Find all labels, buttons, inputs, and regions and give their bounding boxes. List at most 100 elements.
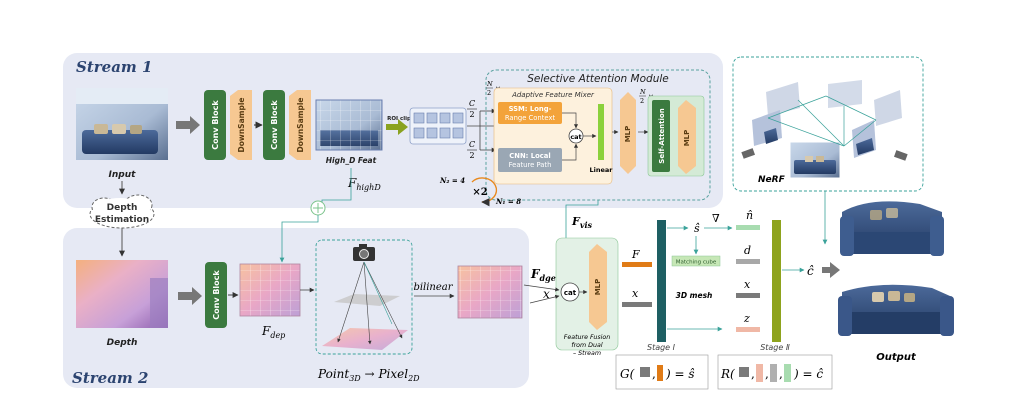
stage1-x-label: x — [632, 287, 639, 300]
pixel-feature-map — [457, 265, 523, 319]
output-sofa-top — [840, 201, 944, 256]
svg-text:Self-Attention: Self-Attention — [658, 108, 666, 163]
c-hat-label: ĉ — [807, 264, 814, 278]
svg-text:FhighD: FhighD — [347, 176, 381, 192]
depth-estimation-line1: Depth — [107, 203, 138, 213]
loop-x2: ×2 — [471, 177, 498, 207]
conv-block-3: Conv Block — [205, 262, 227, 328]
output-sofa-bottom — [838, 284, 954, 336]
stage1-network-bar — [657, 220, 666, 342]
cnn-line2: Feature Path — [509, 161, 552, 169]
high-d-feature-map — [315, 99, 383, 151]
output-label: Output — [876, 352, 917, 363]
nerf-views — [741, 80, 908, 179]
arrow-chat-to-output — [822, 262, 840, 278]
svg-text:2: 2 — [640, 97, 644, 105]
fusion-cat-label: cat — [564, 289, 577, 297]
projection-box — [315, 239, 413, 355]
feature-bar-grey — [622, 302, 652, 307]
d-label: d — [744, 244, 751, 257]
svg-text:Point3D → Pixel2D: Point3D → Pixel2D — [317, 367, 420, 383]
svg-text:,: , — [751, 367, 755, 381]
fusion-x-label: x — [543, 287, 550, 301]
svg-text:2: 2 — [469, 110, 474, 119]
svg-text:2: 2 — [487, 89, 491, 97]
sam-title: Selective Attention Module — [527, 73, 668, 85]
depth-image — [76, 260, 168, 328]
arrow-cnn-to-cat — [562, 143, 579, 161]
svg-text:,: , — [765, 367, 769, 381]
svg-text:Conv Block: Conv Block — [212, 270, 221, 320]
feature-bar-n — [736, 225, 760, 230]
stage2-network-bar — [772, 220, 781, 342]
depth-label: Depth — [107, 338, 138, 348]
svg-text:Fvis: Fvis — [571, 215, 593, 230]
matching-cube-box — [671, 255, 721, 267]
z-label: z — [743, 312, 750, 325]
stream2-title: Stream 2 — [72, 369, 148, 387]
cnn-line1: CNN: Local — [509, 152, 550, 160]
mixer-title: Adaptive Feature Mixer — [511, 91, 595, 99]
nerf-box — [732, 56, 924, 192]
svg-text:) = ŝ: ) = ŝ — [665, 367, 695, 381]
roi-clip-arrow — [386, 119, 408, 135]
c-half-bottom: C 2 — [467, 140, 477, 160]
f-dge-label: Fdge — [530, 267, 556, 283]
arrow-fdge-to-cat — [523, 284, 560, 292]
svg-text:N: N — [639, 88, 646, 96]
svg-text:,: , — [652, 367, 656, 381]
bilinear-label: bilinear — [413, 282, 453, 293]
n2-label: N₂ = 4 — [439, 176, 465, 185]
nerf-label: NeRF — [758, 175, 786, 185]
plus-node — [310, 200, 326, 216]
c-half-top: C 2 — [467, 99, 477, 119]
input-image — [76, 88, 168, 160]
stage2-formula: R( , , , ) = ĉ — [720, 364, 823, 382]
svg-text:C: C — [469, 99, 475, 108]
f-dep-label: Fdep — [261, 324, 285, 340]
sam-mlp-1: MLP — [620, 92, 636, 174]
line-plus-to-fdep — [279, 215, 319, 263]
patch-tokens — [409, 107, 467, 145]
svg-text:Fdge: Fdge — [530, 267, 556, 283]
arrow-x-to-cat — [529, 294, 560, 304]
cnn-block — [498, 148, 562, 172]
f-vis-label: Fvis — [571, 215, 593, 230]
fusion-line2: from Dual — [571, 342, 602, 349]
mesh-3d-label: 3D mesh — [676, 291, 713, 300]
svg-text:MLP: MLP — [624, 126, 632, 143]
n1-label: N₁ = 8 — [495, 197, 521, 206]
downsample-block-2: DownSample — [289, 90, 311, 160]
svg-text:G(: G( — [620, 367, 635, 381]
self-attention-block: Self-Attention — [652, 100, 670, 172]
conv-block-2: Conv Block — [263, 90, 285, 160]
arrow-ssm-to-cat — [562, 112, 579, 129]
svg-text:C: C — [469, 140, 475, 149]
svg-text:DownSample: DownSample — [237, 98, 246, 153]
conv-block-1: Conv Block — [204, 90, 226, 160]
high-d-feat-label: High_D Feat — [326, 156, 377, 165]
fusion-line3: – Stream — [573, 349, 601, 357]
fusion-mlp: MLP — [589, 244, 607, 330]
svg-text:) = ĉ: ) = ĉ — [793, 367, 823, 381]
feature-bar-d — [736, 259, 760, 264]
feature-bar-z — [736, 327, 760, 332]
feature-bar-orange — [622, 262, 652, 267]
projection-planes — [322, 261, 408, 350]
svg-text:Conv Block: Conv Block — [211, 100, 220, 150]
stage2-label: Stage Ⅱ — [760, 343, 790, 352]
svg-text:Conv Block: Conv Block — [270, 100, 279, 150]
arrow-depth-to-conv — [178, 287, 202, 305]
ssm-line2: Range Context — [505, 114, 556, 122]
depth-estimation-line2: Estimation — [95, 215, 149, 225]
depth-estimation-cloud — [89, 194, 155, 229]
roi-clip-label: ROI clip — [387, 116, 411, 122]
linear-label: Linear — [590, 166, 614, 174]
ssm-block — [498, 102, 562, 124]
matching-cube-label: Matching cube — [676, 260, 717, 266]
feature-bar-x — [736, 293, 760, 298]
f-highd-label: FhighD — [347, 176, 381, 192]
svg-text:R(: R( — [720, 367, 735, 381]
s-hat-label: ŝ — [694, 222, 700, 235]
